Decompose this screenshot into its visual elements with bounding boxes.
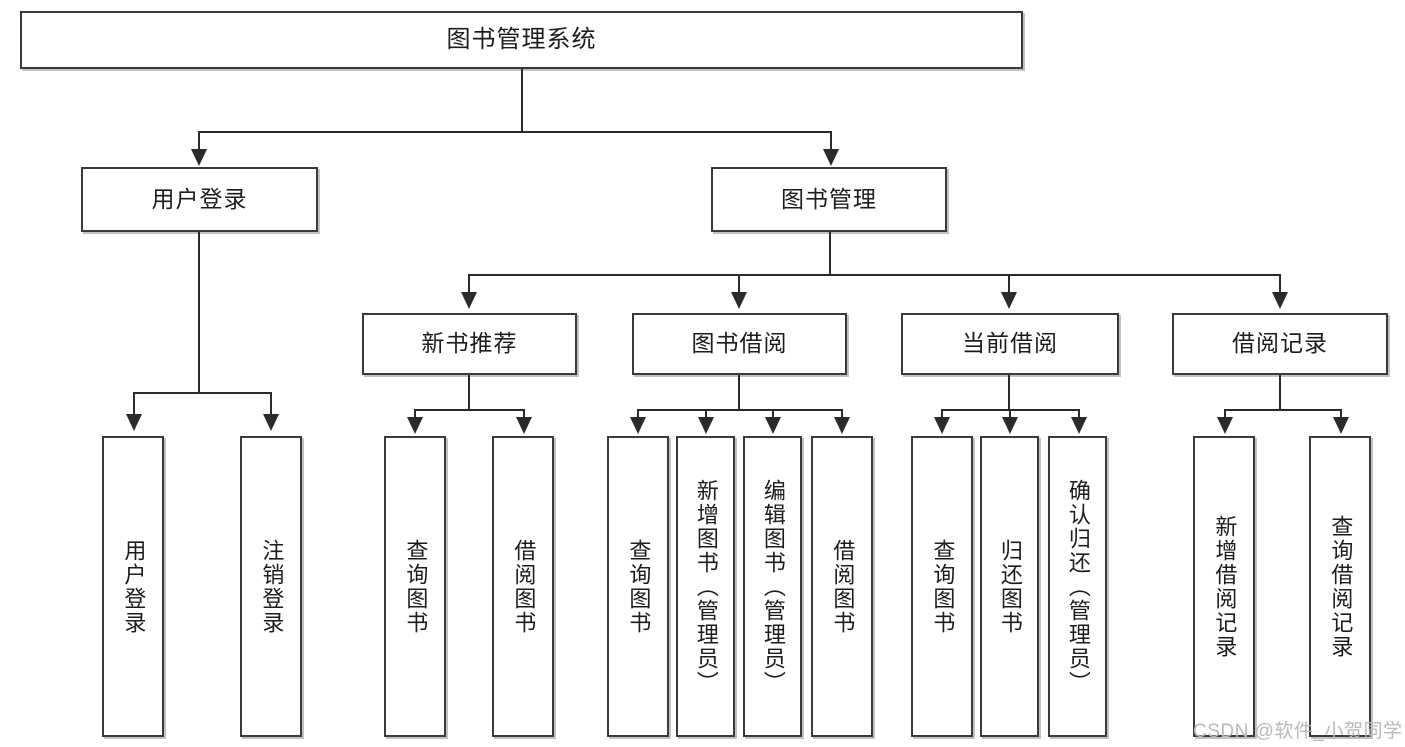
node-root-system[interactable]: 图书管理系统	[20, 11, 1023, 69]
arrow-cb-leaf-2	[1002, 417, 1018, 434]
leaf-br-query-record[interactable]: 查询借阅记录	[1309, 436, 1371, 737]
leaf-cb-query-book[interactable]: 查询图书	[911, 436, 973, 737]
connector-root-drop-left	[198, 131, 200, 153]
node-borrow-record[interactable]: 借阅记录	[1172, 313, 1388, 375]
leaf-user-login[interactable]: 用户登录	[102, 436, 164, 737]
arrow-br-leaf-1	[1217, 417, 1233, 434]
node-current-borrow[interactable]: 当前借阅	[901, 313, 1119, 375]
connector-root-stem	[521, 69, 523, 131]
connector-bb-bus	[637, 409, 841, 411]
arrow-to-new-book-recommend	[461, 292, 477, 309]
arrow-to-leaf-logout	[263, 414, 279, 431]
leaf-logout[interactable]: 注销登录	[240, 436, 302, 737]
arrow-to-book-management	[823, 149, 839, 166]
leaf-br-add-record[interactable]: 新增借阅记录	[1193, 436, 1255, 737]
connector-book-management-bus	[468, 274, 1280, 276]
connector-bb-stem	[738, 375, 740, 409]
connector-root-drop-right	[830, 131, 832, 153]
connector-cb-drop-2	[1009, 409, 1011, 421]
connector-cb-drop-1	[941, 409, 943, 421]
connector-root-bus	[198, 131, 832, 133]
connector-bb-drop-2	[705, 409, 707, 421]
arrow-bb-leaf-3	[765, 417, 781, 434]
connector-cb-drop-3	[1078, 409, 1080, 421]
connector-user-login-drop-1	[133, 392, 135, 418]
connector-nbr-stem	[468, 375, 470, 409]
arrow-bb-leaf-1	[630, 417, 646, 434]
connector-bm-drop-4	[1279, 274, 1281, 296]
connector-br-stem	[1279, 375, 1281, 409]
leaf-bb-edit-book-admin[interactable]: 编辑图书（管理员）	[743, 436, 802, 737]
connector-bb-drop-4	[841, 409, 843, 421]
arrow-to-leaf-user-login	[126, 414, 142, 431]
leaf-nbr-query-book[interactable]: 查询图书	[384, 436, 446, 737]
arrow-nbr-leaf-2	[516, 417, 532, 434]
connector-bb-drop-1	[637, 409, 639, 421]
arrow-bb-leaf-2	[698, 417, 714, 434]
arrow-to-user-login	[191, 149, 207, 166]
connector-cb-stem	[1008, 375, 1010, 409]
arrow-br-leaf-2	[1333, 417, 1349, 434]
connector-nbr-bus	[414, 409, 524, 411]
arrow-cb-leaf-3	[1071, 417, 1087, 434]
connector-user-login-bus	[133, 392, 270, 394]
connector-nbr-drop-2	[523, 409, 525, 421]
leaf-bb-borrow-book[interactable]: 借阅图书	[811, 436, 873, 737]
connector-nbr-drop-1	[414, 409, 416, 421]
leaf-bb-query-book[interactable]: 查询图书	[607, 436, 669, 737]
node-book-borrow[interactable]: 图书借阅	[632, 313, 847, 375]
connector-bm-drop-3	[1008, 274, 1010, 296]
node-book-management[interactable]: 图书管理	[711, 167, 947, 232]
connector-user-login-drop-2	[270, 392, 272, 418]
leaf-cb-return-book[interactable]: 归还图书	[980, 436, 1039, 737]
leaf-cb-confirm-return-admin[interactable]: 确认归还（管理员）	[1048, 436, 1107, 737]
connector-bb-drop-3	[772, 409, 774, 421]
arrow-nbr-leaf-1	[407, 417, 423, 434]
connector-bm-drop-1	[468, 274, 470, 296]
connector-br-bus	[1224, 409, 1341, 411]
arrow-to-book-borrow	[731, 292, 747, 309]
leaf-bb-add-book-admin[interactable]: 新增图书（管理员）	[676, 436, 735, 737]
arrow-to-current-borrow	[1001, 292, 1017, 309]
connector-br-drop-2	[1340, 409, 1342, 421]
connector-bm-drop-2	[738, 274, 740, 296]
leaf-nbr-borrow-book[interactable]: 借阅图书	[492, 436, 554, 737]
node-user-login[interactable]: 用户登录	[81, 167, 318, 232]
arrow-cb-leaf-1	[934, 417, 950, 434]
arrow-bb-leaf-4	[834, 417, 850, 434]
node-new-book-recommend[interactable]: 新书推荐	[362, 313, 577, 375]
connector-book-management-stem	[829, 232, 831, 274]
connector-br-drop-1	[1224, 409, 1226, 421]
connector-user-login-stem	[198, 232, 200, 392]
arrow-to-borrow-record	[1272, 292, 1288, 309]
